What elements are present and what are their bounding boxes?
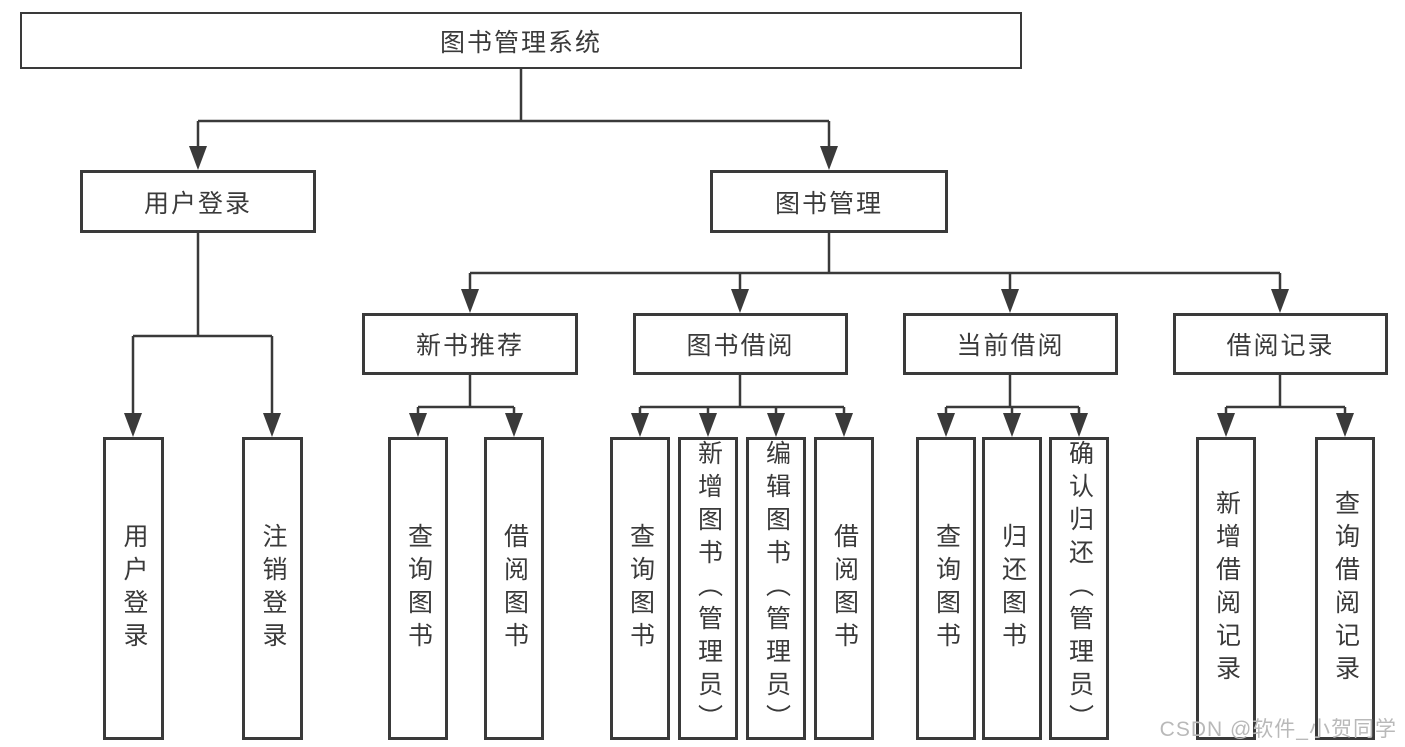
arrow-down-icon	[937, 413, 955, 437]
arrow-down-icon	[505, 413, 523, 437]
arrow-down-icon	[124, 413, 142, 437]
node-label: 用户登录	[120, 522, 148, 655]
node-label: 查询借阅记录	[1331, 489, 1360, 688]
node-label: 新增图书（管理员）	[694, 440, 723, 737]
arrowheads	[124, 146, 1354, 437]
leaf-query-books-borrowing: 查询图书	[610, 437, 670, 740]
arrow-down-icon	[820, 146, 838, 170]
arrow-down-icon	[767, 413, 785, 437]
node-label: 编辑图书（管理员）	[762, 440, 791, 737]
watermark: CSDN @软件_小贺同学	[1159, 718, 1397, 741]
arrow-down-icon	[631, 413, 649, 437]
arrow-down-icon	[1003, 413, 1021, 437]
node-user-login: 用户登录	[80, 170, 316, 233]
node-label: 借阅图书	[500, 522, 529, 655]
leaf-query-books-recommend: 查询图书	[388, 437, 448, 740]
leaf-add-books-admin: 新增图书（管理员）	[678, 437, 738, 740]
arrow-down-icon	[699, 413, 717, 437]
node-borrowing-records: 借阅记录	[1173, 313, 1388, 375]
arrow-down-icon	[1271, 289, 1289, 313]
node-label: 新书推荐	[415, 332, 524, 360]
node-library-management-system: 图书管理系统	[20, 12, 1022, 69]
leaf-return-books: 归还图书	[982, 437, 1042, 740]
arrow-down-icon	[1070, 413, 1088, 437]
node-current-borrowing: 当前借阅	[903, 313, 1118, 375]
leaf-user-login: 用户登录	[103, 437, 164, 740]
node-label: 新增借阅记录	[1212, 489, 1241, 688]
arrow-down-icon	[835, 413, 853, 437]
arrow-down-icon	[1001, 289, 1019, 313]
arrow-down-icon	[461, 289, 479, 313]
node-label: 归还图书	[998, 522, 1027, 655]
arrow-down-icon	[189, 146, 207, 170]
node-label: 图书借阅	[686, 332, 795, 360]
node-book-borrowing: 图书借阅	[633, 313, 848, 375]
node-label: 注销登录	[259, 522, 287, 655]
leaf-query-books-current: 查询图书	[916, 437, 976, 740]
arrow-down-icon	[1336, 413, 1354, 437]
node-label: 查询图书	[932, 522, 961, 655]
arrow-down-icon	[731, 289, 749, 313]
leaf-borrow-books-recommend: 借阅图书	[484, 437, 544, 740]
node-new-book-recommendation: 新书推荐	[362, 313, 578, 375]
node-label: 查询图书	[626, 522, 655, 655]
node-label: 当前借阅	[956, 332, 1065, 360]
leaf-borrow-books-borrowing: 借阅图书	[814, 437, 874, 740]
leaf-confirm-return-admin: 确认归还（管理员）	[1049, 437, 1109, 740]
node-label: 借阅记录	[1226, 332, 1335, 360]
node-label: 查询图书	[404, 522, 433, 655]
node-label: 确认归还（管理员）	[1065, 440, 1094, 737]
arrow-down-icon	[1217, 413, 1235, 437]
arrow-down-icon	[409, 413, 427, 437]
leaf-add-borrow-record: 新增借阅记录	[1196, 437, 1256, 740]
node-book-management: 图书管理	[710, 170, 948, 233]
node-label: 用户登录	[143, 189, 252, 218]
leaf-query-borrow-record: 查询借阅记录	[1315, 437, 1375, 740]
arrow-down-icon	[263, 413, 281, 437]
leaf-logout: 注销登录	[242, 437, 303, 740]
leaf-edit-books-admin: 编辑图书（管理员）	[746, 437, 806, 740]
node-label: 图书管理系统	[439, 28, 602, 57]
node-label: 图书管理	[774, 189, 883, 218]
node-label: 借阅图书	[830, 522, 859, 655]
